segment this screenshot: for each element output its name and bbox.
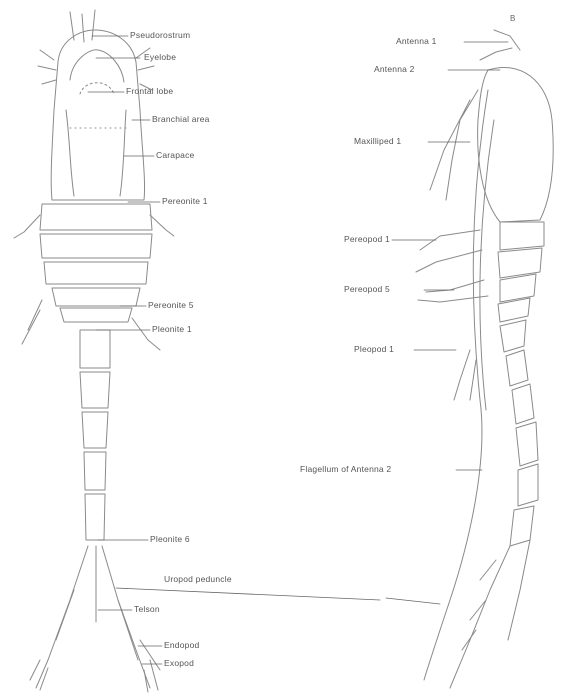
label-pereopod-1: Pereopod 1 xyxy=(344,234,390,244)
right-lateral-specimen xyxy=(416,30,553,688)
label-maxilliped: Maxilliped 1 xyxy=(354,136,401,146)
leader-lines xyxy=(88,36,508,664)
label-telson: Telson xyxy=(134,604,160,614)
label-eyelobe: Eyelobe xyxy=(144,52,176,62)
label-pseudorostrum: Pseudorostrum xyxy=(130,30,190,40)
label-antenna-2: Antenna 2 xyxy=(374,64,415,74)
label-pleonite-6: Pleonite 6 xyxy=(150,534,190,544)
label-pereopod-5: Pereopod 5 xyxy=(344,284,390,294)
label-exopod: Exopod xyxy=(164,658,194,668)
label-pereonite-1: Pereonite 1 xyxy=(162,196,208,206)
label-pleopod-1: Pleopod 1 xyxy=(354,344,394,354)
label-carapace: Carapace xyxy=(156,150,194,160)
label-uropod-peduncle: Uropod peduncle xyxy=(164,574,232,584)
label-frontal-lobe: Frontal lobe xyxy=(126,86,173,96)
label-pleonite-1: Pleonite 1 xyxy=(152,324,192,334)
label-endopod: Endopod xyxy=(164,640,199,650)
label-branchial-area: Branchial area xyxy=(152,114,210,124)
figure-letter: B xyxy=(510,14,515,23)
label-flagellum: Flagellum of Antenna 2 xyxy=(300,464,391,474)
label-pereonite-5: Pereonite 5 xyxy=(148,300,194,310)
label-antenna-1: Antenna 1 xyxy=(396,36,437,46)
